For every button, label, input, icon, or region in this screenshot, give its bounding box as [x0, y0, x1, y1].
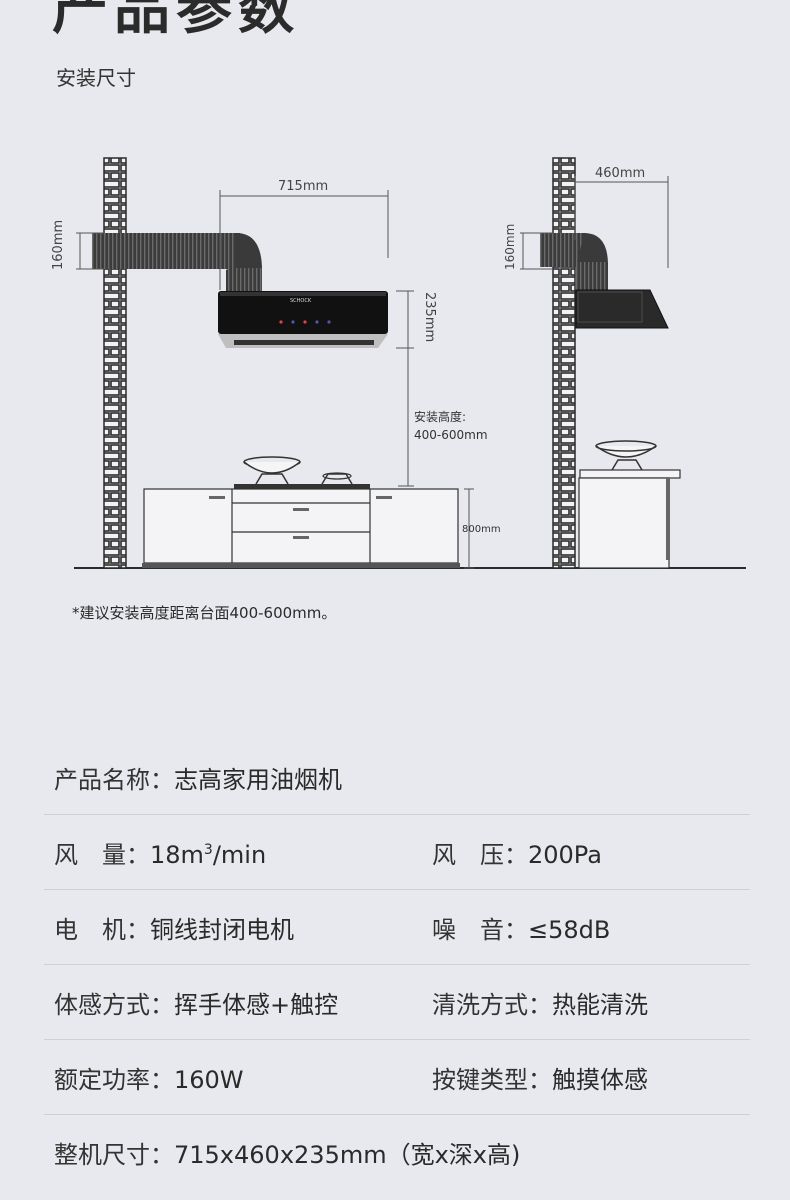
spec-row-sensing-cleaning: 体感方式：挥手体感+触控 清洗方式：热能清洗: [44, 965, 750, 1040]
spec-value-sensing: 挥手体感+触控: [174, 990, 339, 1019]
left-duct: [92, 233, 262, 294]
spec-row-airflow-pressure: 风 量：18m3/min 风 压：200Pa: [44, 815, 750, 890]
counter-height-dimension: 800mm: [462, 488, 501, 569]
spec-table: 产品名称：志高家用油烟机 风 量：18m3/min 风 压：200Pa 电 机：…: [44, 740, 750, 1189]
installation-diagram: 160mm 715mm SCHOCK 235mm 安装高度: 400-600mm: [51, 157, 746, 569]
duct-height-side-label: 160mm: [503, 224, 517, 270]
spec-value-button: 触摸体感: [552, 1065, 648, 1094]
left-wall: [103, 157, 127, 569]
duct-height-dimension: 160mm: [51, 220, 104, 270]
spec-value-cleaning: 热能清洗: [552, 990, 648, 1019]
width-label: 715mm: [278, 179, 328, 194]
install-height-dimension: 安装高度: 400-600mm: [398, 348, 488, 487]
spec-airflow-unit: /min: [212, 840, 267, 869]
spec-key-button: 按键类型：: [432, 1065, 552, 1094]
install-height-range: 400-600mm: [414, 428, 488, 442]
section-subtitle: 安装尺寸: [56, 66, 136, 90]
depth-dimension: 460mm: [574, 166, 669, 268]
right-duct: [540, 233, 608, 292]
spec-value-name: 志高家用油烟机: [174, 765, 342, 794]
spec-key-pressure: 风 压：: [432, 840, 528, 869]
spec-value-noise: ≤58dB: [528, 915, 611, 944]
kitchen-cabinet-front: [142, 456, 460, 568]
range-hood-side: [575, 289, 669, 329]
spec-airflow-superscript: 3: [203, 841, 213, 858]
page-title: 产品参数: [52, 0, 300, 42]
depth-label: 460mm: [595, 166, 645, 181]
hood-height-label: 235mm: [422, 292, 437, 342]
spec-key-noise: 噪 音：: [432, 915, 528, 944]
range-hood-front: SCHOCK: [218, 291, 388, 348]
spec-key-airflow: 风 量：: [54, 840, 150, 869]
spec-value-airflow: 18m: [150, 840, 204, 869]
spec-key-power: 额定功率：: [54, 1065, 174, 1094]
spec-key-sensing: 体感方式：: [54, 990, 174, 1019]
width-dimension: 715mm: [219, 179, 389, 290]
spec-value-motor: 铜线封闭电机: [150, 915, 294, 944]
counter-height-label: 800mm: [462, 524, 501, 535]
spec-key-cleaning: 清洗方式：: [432, 990, 552, 1019]
spec-key-motor: 电 机：: [54, 915, 150, 944]
hood-brand-text: SCHOCK: [290, 298, 312, 304]
spec-value-size: 715x460x235mm（宽x深x高): [174, 1140, 521, 1169]
side-cooktop-table: [578, 440, 681, 569]
spec-row-motor-noise: 电 机：铜线封闭电机 噪 音：≤58dB: [44, 890, 750, 965]
hood-height-dimension: 235mm: [396, 290, 437, 349]
installation-note: *建议安装高度距离台面400-600mm。: [72, 604, 337, 622]
duct-height-label: 160mm: [51, 220, 66, 270]
spec-row-size: 整机尺寸：715x460x235mm（宽x深x高): [44, 1115, 750, 1189]
duct-height-side-dimension: 160mm: [503, 224, 553, 270]
spec-value-power: 160W: [174, 1065, 244, 1094]
spec-key-name: 产品名称：: [54, 765, 174, 794]
spec-row-name: 产品名称：志高家用油烟机: [44, 740, 750, 815]
spec-key-size: 整机尺寸：: [54, 1140, 174, 1169]
right-wall: [552, 157, 576, 569]
spec-value-pressure: 200Pa: [528, 840, 602, 869]
install-height-title: 安装高度:: [414, 409, 466, 424]
spec-row-power-button: 额定功率：160W 按键类型：触摸体感: [44, 1040, 750, 1115]
